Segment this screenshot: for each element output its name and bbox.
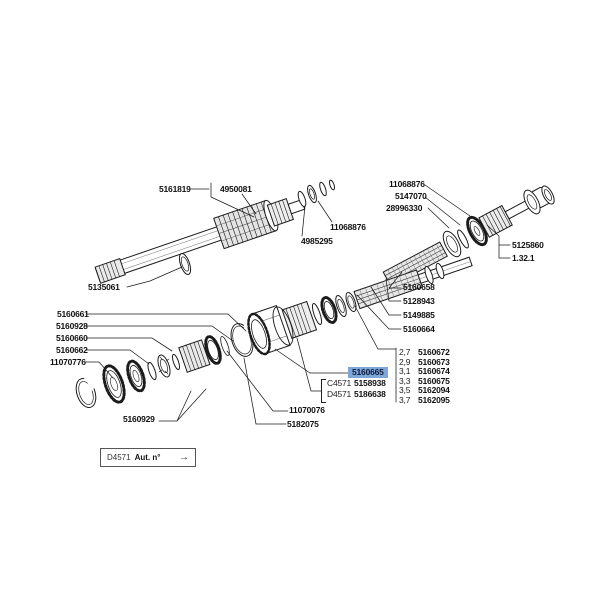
input-shaft-drawing — [94, 198, 306, 284]
variant-part[interactable]: 5186638 — [354, 389, 386, 399]
leader-lines — [84, 182, 511, 425]
part-label-5149885: 5149885 — [403, 310, 435, 320]
reference-label: Aut. n° — [134, 453, 161, 462]
part-label-11068876-a: 11068876 — [389, 179, 425, 189]
size-value: 3,3 — [399, 375, 411, 386]
reference-box[interactable]: D4571 Aut. n° → — [100, 448, 196, 467]
size-value: 2,9 — [399, 356, 411, 367]
part-label-4950081: 4950081 — [220, 184, 252, 194]
part-label-5160662: 5160662 — [56, 345, 88, 355]
mainshaft-discs — [75, 262, 445, 408]
part-label-11070776: 11070776 — [50, 357, 86, 367]
size-row: 3,3 5160675 — [399, 376, 450, 386]
size-value: 3,5 — [399, 385, 411, 396]
variant-code: D4571 — [327, 389, 352, 399]
variant-code: C4571 — [327, 378, 352, 388]
size-part[interactable]: 5160672 — [418, 347, 450, 357]
size-row: 2,7 5160672 — [399, 347, 450, 357]
input-shaft-rings — [297, 179, 335, 208]
size-row: 3,7 5162095 — [399, 395, 450, 405]
part-label-5161819: 5161819 — [159, 184, 191, 194]
variant-row-c4571: C4571 5158938 — [327, 378, 386, 388]
countershaft-end-bearing — [523, 185, 555, 215]
part-label-28996330: 28996330 — [386, 203, 423, 213]
size-part[interactable]: 5162095 — [418, 394, 450, 405]
highlighted-part-5160665[interactable]: 5160665 — [348, 367, 388, 379]
size-part[interactable]: 5160674 — [418, 366, 450, 377]
part-label-5135061: 5135061 — [88, 282, 120, 292]
size-value: 3,1 — [399, 366, 411, 377]
part-label-5160928: 5160928 — [56, 321, 88, 331]
ratio-label-1-32-1: 1.32.1 — [512, 253, 535, 263]
right-arrow-icon[interactable]: → — [179, 451, 189, 463]
size-row: 2,9 5160673 — [399, 357, 450, 367]
size-value: 3,7 — [399, 394, 411, 405]
size-part[interactable]: 5160673 — [418, 356, 450, 367]
size-value: 2,7 — [399, 347, 411, 357]
variant-part[interactable]: 5158938 — [354, 378, 386, 388]
ring-5135061 — [178, 252, 192, 276]
size-part[interactable]: 5160675 — [418, 375, 450, 386]
countershaft-splined-gear — [478, 204, 513, 238]
shim-size-table: 2,7 5160672 2,9 5160673 3,1 5160674 3,3 … — [399, 347, 450, 405]
part-label-5128943: 5128943 — [403, 296, 435, 306]
part-label-5125860: 5125860 — [512, 240, 544, 250]
part-label-5160929: 5160929 — [123, 414, 155, 424]
part-label-5160660: 5160660 — [56, 333, 88, 343]
part-label-5147070: 5147070 — [395, 191, 427, 201]
countershaft-discs — [442, 215, 488, 258]
variant-row-d4571: D4571 5186638 — [327, 389, 386, 399]
part-label-5160661: 5160661 — [57, 309, 89, 319]
variant-bracket — [321, 379, 326, 403]
reference-code: D4571 — [107, 453, 131, 462]
part-label-11068876-b: 11068876 — [330, 222, 366, 232]
part-label-5160658: 5160658 — [403, 282, 435, 292]
part-label-11070076: 11070076 — [289, 405, 325, 415]
size-part[interactable]: 5162094 — [418, 385, 450, 396]
part-label-5182075: 5182075 — [287, 419, 319, 429]
part-label-5160664: 5160664 — [403, 324, 435, 334]
size-row: 3,5 5162094 — [399, 385, 450, 395]
part-label-4985295: 4985295 — [301, 236, 333, 246]
size-row: 3,1 5160674 — [399, 366, 450, 376]
